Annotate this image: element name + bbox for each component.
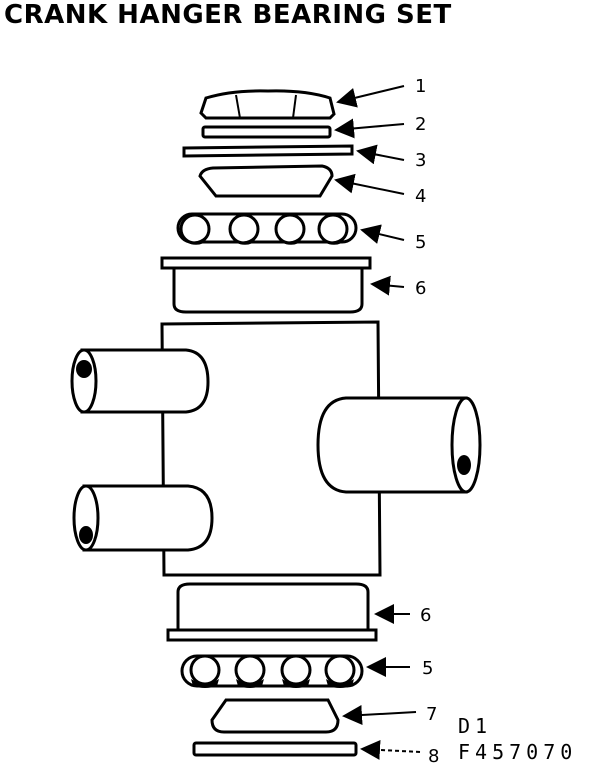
diagram-code-line2: F457070: [458, 740, 578, 764]
diagram-code-line1: D1: [458, 714, 493, 738]
part-cup-lower: [166, 582, 378, 642]
callout-arrows: [334, 85, 421, 760]
part-ball-retainer-upper: [176, 212, 358, 245]
part-cone-lower: [210, 698, 340, 734]
diagram-title: CRANK HANGER BEARING SET: [4, 0, 452, 30]
callout-4: 4: [415, 186, 426, 207]
part-thin-washer: [182, 144, 354, 158]
part-hanger-shell: [70, 320, 482, 577]
part-washer-lower: [192, 741, 358, 757]
callout-7: 7: [426, 704, 437, 725]
part-lock-nut: [199, 89, 336, 120]
callout-5-lower: 5: [422, 658, 433, 679]
part-cone: [198, 164, 334, 198]
callout-2: 2: [415, 114, 426, 135]
part-cup-upper: [160, 256, 372, 314]
callout-3: 3: [415, 150, 426, 171]
callout-8: 8: [428, 746, 439, 767]
callout-5-upper: 5: [415, 232, 426, 253]
part-washer: [201, 125, 332, 139]
callout-6-lower: 6: [420, 605, 431, 626]
callout-6-upper: 6: [415, 278, 426, 299]
callout-1: 1: [415, 76, 426, 97]
part-ball-retainer-lower: [180, 654, 364, 688]
